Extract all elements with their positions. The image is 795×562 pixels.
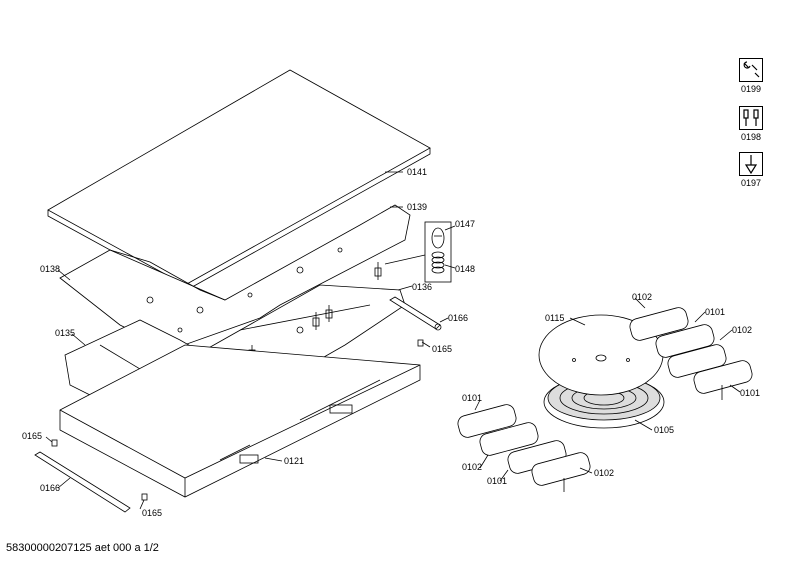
wrench-icon: [739, 58, 763, 82]
label-0165-a: 0165: [432, 344, 452, 354]
document-footer: 58300000207125 aet 000 a 1/2: [6, 542, 159, 554]
clip-0165-b: [417, 339, 424, 347]
base-tray: [59, 344, 421, 498]
label-0141: 0141: [407, 167, 427, 177]
label-0166-b: 0166: [40, 483, 60, 493]
label-0101-c: 0101: [462, 393, 482, 403]
label-0101-a: 0101: [705, 307, 725, 317]
clip-0165-a: [51, 439, 58, 447]
label-0102-a: 0102: [632, 292, 652, 302]
tool-code-0198: 0198: [740, 132, 762, 142]
label-0166-a: 0166: [448, 313, 468, 323]
label-0148: 0148: [455, 264, 475, 274]
label-0105: 0105: [654, 425, 674, 435]
side-rail-right: [389, 296, 442, 331]
ferrite-pads: [457, 307, 753, 492]
induction-coil: [538, 314, 665, 429]
label-0102-d: 0102: [594, 468, 614, 478]
label-0102-b: 0102: [732, 325, 752, 335]
side-rail-left: [34, 451, 131, 513]
screwdrivers-icon: [739, 106, 763, 130]
detail-inset: [384, 221, 452, 283]
label-0101-d: 0101: [487, 476, 507, 486]
leader-lines: [45, 171, 741, 510]
label-0135: 0135: [55, 328, 75, 338]
tool-code-0199: 0199: [740, 84, 762, 94]
label-0165-c: 0165: [142, 508, 162, 518]
label-0115: 0115: [545, 313, 564, 323]
label-0139: 0139: [407, 202, 427, 212]
tool-code-0197: 0197: [740, 178, 762, 188]
bit-icon: [739, 152, 763, 176]
label-0165-b: 0165: [22, 431, 42, 441]
label-0136: 0136: [412, 282, 432, 292]
label-0101-b: 0101: [740, 388, 760, 398]
clip-0165-c: [141, 493, 148, 501]
label-0147: 0147: [455, 219, 475, 229]
label-0138: 0138: [40, 264, 60, 274]
label-0121: 0121: [284, 456, 304, 466]
label-0102-c: 0102: [462, 462, 482, 472]
